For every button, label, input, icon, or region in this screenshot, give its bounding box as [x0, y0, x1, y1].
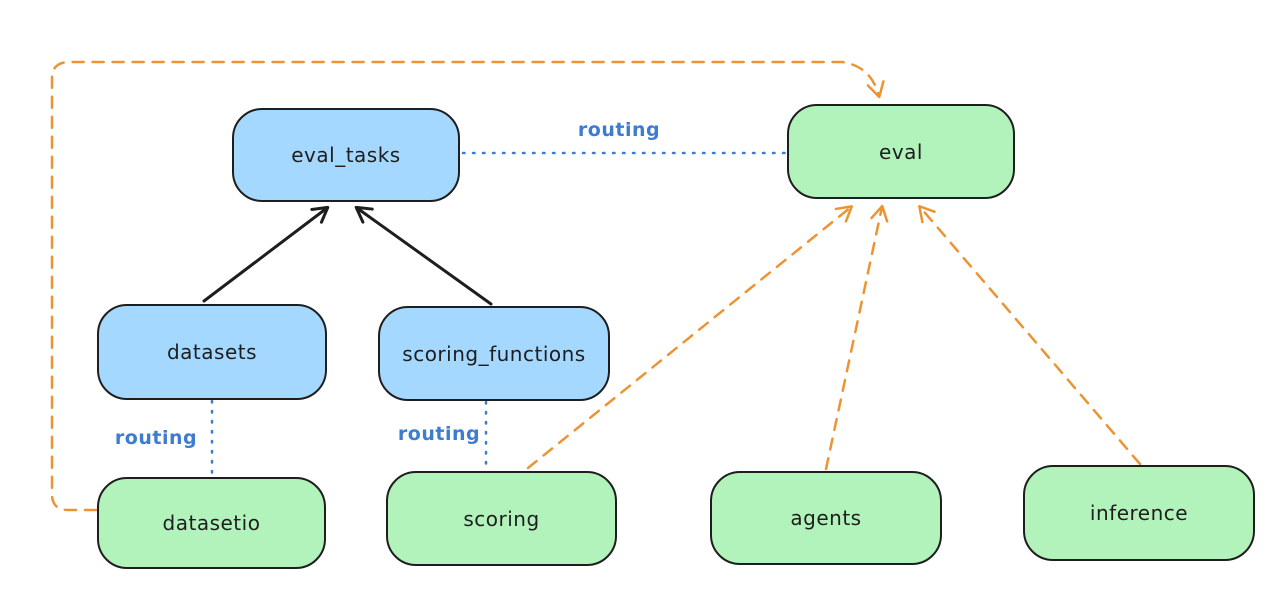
- node-scoring-functions-label: scoring_functions: [402, 341, 586, 366]
- edge-agents-eval[interactable]: [824, 204, 889, 471]
- node-eval-tasks-label: eval_tasks: [291, 143, 401, 167]
- routing-label-eval-tasks-eval[interactable]: routing: [577, 119, 661, 141]
- node-agents[interactable]: agents: [710, 471, 942, 565]
- node-datasetio-label: datasetio: [162, 511, 261, 535]
- node-agents-label: agents: [790, 506, 862, 530]
- edge-scoring-functions-eval-tasks[interactable]: [354, 205, 493, 306]
- routing-label-scoring-functions-scoring[interactable]: routing: [397, 423, 481, 445]
- node-inference-label: inference: [1089, 501, 1189, 525]
- node-datasetio[interactable]: datasetio: [97, 477, 326, 569]
- node-scoring[interactable]: scoring: [386, 471, 617, 566]
- node-inference[interactable]: inference: [1023, 465, 1255, 561]
- node-eval-label: eval: [879, 139, 923, 164]
- edge-datasets-eval-tasks[interactable]: [202, 205, 330, 303]
- node-eval[interactable]: eval: [787, 104, 1015, 199]
- node-datasets-label: datasets: [166, 340, 258, 364]
- node-eval-tasks[interactable]: eval_tasks: [232, 108, 460, 202]
- node-scoring-functions[interactable]: scoring_functions: [378, 306, 610, 401]
- edge-inference-eval[interactable]: [918, 204, 1142, 466]
- edge-datasetio-eval[interactable]: [50, 60, 885, 512]
- edge-scoring-eval[interactable]: [526, 205, 854, 470]
- routing-label-datasets-datasetio[interactable]: routing: [114, 427, 198, 449]
- node-datasets[interactable]: datasets: [97, 304, 327, 400]
- node-scoring-label: scoring: [463, 506, 540, 531]
